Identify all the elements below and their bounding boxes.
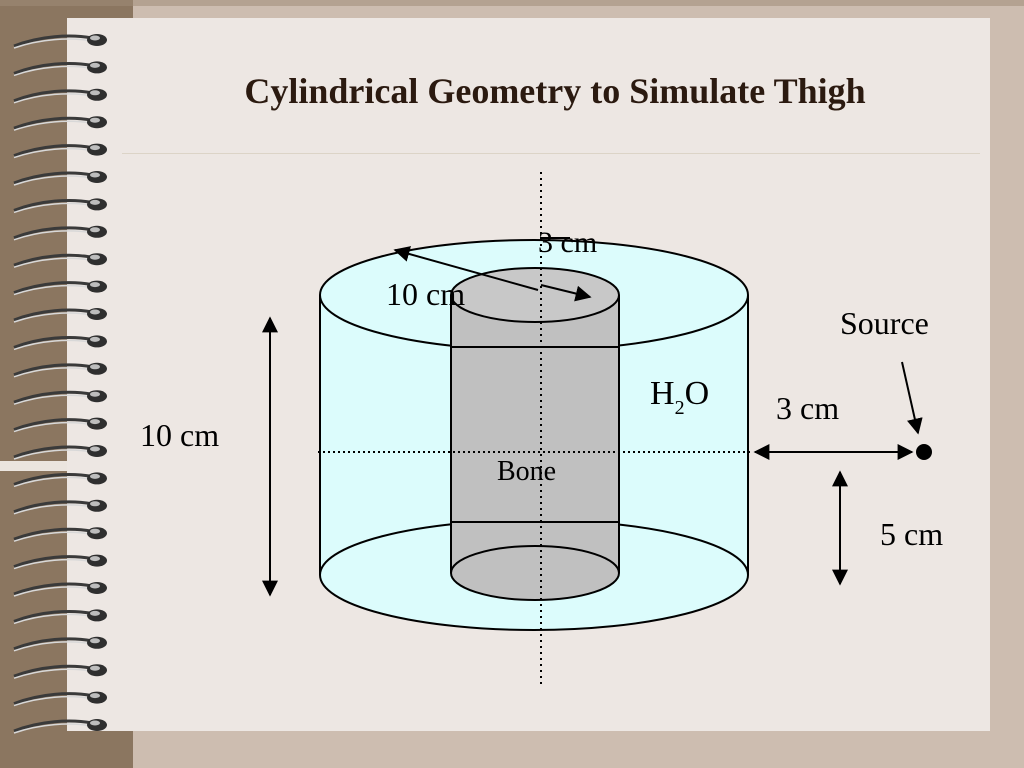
source-label: Source <box>840 305 929 341</box>
binding-divider <box>0 461 133 471</box>
water-label: H2O <box>650 375 709 419</box>
height-label: 10 cm <box>140 417 219 453</box>
spiral-ring <box>13 308 107 323</box>
spiral-ring <box>13 554 107 570</box>
spiral-ring <box>13 582 107 597</box>
bone-label: Bone <box>497 456 556 487</box>
outer-radius-label: 10 cm <box>386 276 465 312</box>
spiral-ring <box>13 116 107 131</box>
title-divider <box>122 153 980 154</box>
spiral-ring <box>13 225 107 241</box>
spiral-ring <box>13 499 107 515</box>
source-offset-label: 5 cm <box>880 516 943 552</box>
spiral-ring <box>13 171 107 186</box>
spiral-ring <box>13 472 107 488</box>
outer-radius-arrow <box>393 246 539 291</box>
source-point <box>916 444 932 460</box>
spiral-ring <box>13 143 107 159</box>
inner-diameter-label: 3 cm <box>538 226 597 259</box>
bone-cylinder-body <box>451 295 619 573</box>
spiral-ring <box>13 198 107 214</box>
spiral-ring <box>13 61 107 77</box>
spiral-ring <box>13 88 107 104</box>
slide-title: Cylindrical Geometry to Simulate Thigh <box>244 71 866 111</box>
spiral-ring <box>13 691 107 707</box>
spiral-ring <box>13 719 107 734</box>
spiral-ring <box>13 636 107 652</box>
bone-cylinder-top <box>450 267 620 323</box>
spiral-rings <box>13 34 107 734</box>
spiral-ring <box>13 390 107 405</box>
spiral-ring <box>13 445 107 460</box>
top-edge <box>0 0 1024 6</box>
spiral-ring <box>13 253 107 268</box>
inner-radius-arrow <box>540 284 592 302</box>
spiral-ring <box>13 34 107 49</box>
spiral-ring <box>13 664 107 679</box>
spiral-ring <box>13 335 107 351</box>
spiral-ring <box>13 362 107 378</box>
spiral-ring <box>13 527 107 542</box>
spiral-ring <box>13 280 107 296</box>
source-distance-label: 3 cm <box>776 390 839 426</box>
spiral-ring <box>13 609 107 625</box>
source-pointer-arrow <box>901 361 923 435</box>
bone-cylinder-bottom <box>450 545 620 601</box>
spiral-ring <box>13 417 107 433</box>
